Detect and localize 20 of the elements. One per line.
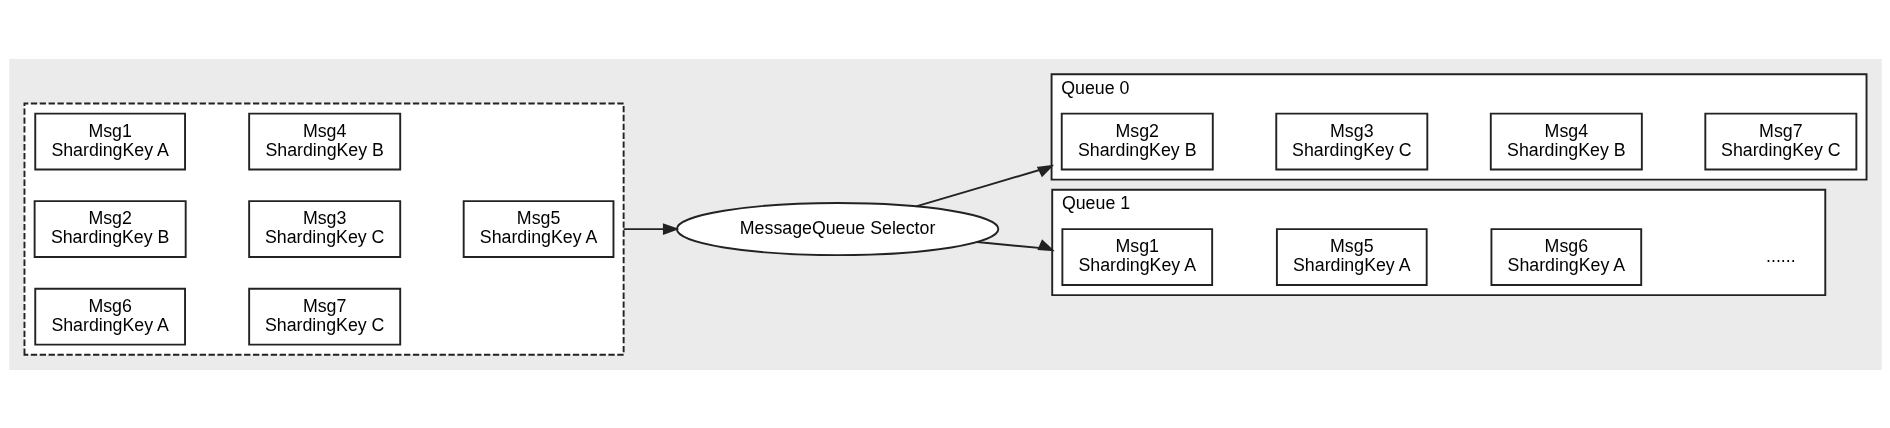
node-box: Msg6 ShardingKey A bbox=[1490, 227, 1642, 286]
node-box: Msg2 ShardingKey B bbox=[33, 199, 187, 258]
label: ...... bbox=[1765, 245, 1796, 266]
node-box: Msg3 ShardingKey C bbox=[247, 199, 401, 258]
node-box: Msg5 ShardingKey A bbox=[462, 199, 614, 258]
node-box: Msg7 ShardingKey C bbox=[1703, 112, 1857, 170]
node-box: Msg7 ShardingKey C bbox=[247, 287, 401, 346]
arrow bbox=[914, 164, 1054, 207]
node-box: Msg1 ShardingKey A bbox=[1060, 227, 1213, 286]
node-box: Msg1 ShardingKey A bbox=[33, 112, 186, 170]
node-box: Msg4 ShardingKey B bbox=[247, 112, 401, 170]
node-box: Msg3 ShardingKey C bbox=[1274, 112, 1428, 170]
node-box: Msg4 ShardingKey B bbox=[1489, 112, 1643, 170]
arrow bbox=[622, 222, 679, 235]
node-ellipse: MessageQueue Selector bbox=[675, 201, 999, 256]
node-box: Msg2 ShardingKey B bbox=[1060, 112, 1214, 170]
cluster bbox=[23, 102, 625, 356]
node-box: Msg6 ShardingKey A bbox=[33, 287, 186, 346]
node-box: Msg5 ShardingKey A bbox=[1275, 227, 1428, 286]
arrow bbox=[975, 238, 1055, 251]
